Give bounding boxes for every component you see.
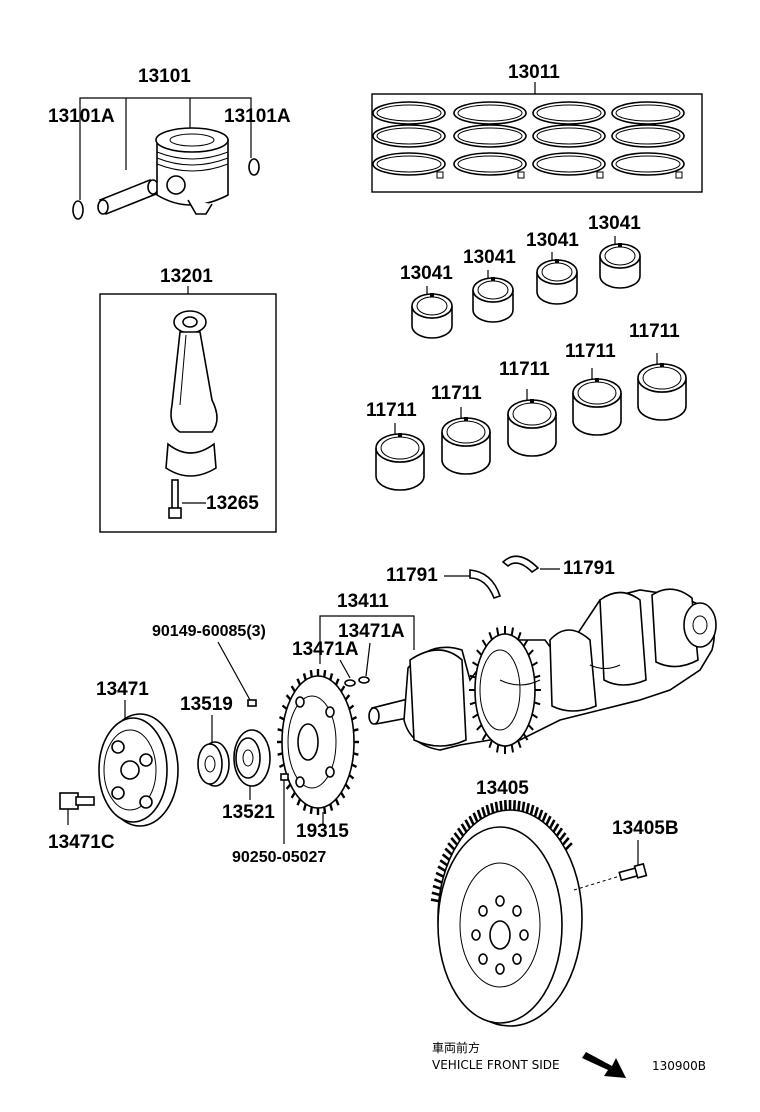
- piston-assembly: 13101 13101A 13101A: [48, 66, 291, 220]
- main-bearings: 11711 11711 11711 11711 11711: [366, 321, 687, 491]
- label-13201: 13201: [160, 266, 213, 287]
- label-11791-left: 11791: [386, 565, 438, 586]
- front-parts: 90149-60085(3) 13471 13471C 13519: [48, 623, 359, 866]
- label-13405B: 13405B: [612, 818, 679, 839]
- connecting-rod: [165, 310, 218, 477]
- main-bearing-4: [572, 378, 622, 436]
- thrust-washer-left: [469, 569, 502, 599]
- label-11711-b: 11711: [431, 383, 482, 404]
- label-13265: 13265: [206, 493, 259, 514]
- vehicle-front-note: VEHICLE FRONT SIDE: [432, 1058, 560, 1072]
- label-13101: 13101: [138, 66, 191, 87]
- conrod-frame: [99, 293, 277, 533]
- label-13405: 13405: [476, 778, 529, 799]
- label-13411: 13411: [337, 591, 389, 612]
- snap-ring-right: [248, 158, 260, 176]
- conrod-bearing-3: [536, 259, 578, 305]
- label-11711-d: 11711: [565, 341, 616, 362]
- label-13519: 13519: [180, 694, 233, 715]
- main-bearing-5: [637, 363, 687, 421]
- label-13471A-b: 13471A: [338, 621, 405, 642]
- conrod-bearing-4: [599, 243, 641, 289]
- label-90250: 90250-05027: [232, 849, 326, 866]
- thrust-washers: 11791 11791: [386, 555, 615, 599]
- key: [280, 773, 289, 781]
- label-13011: 13011: [508, 62, 560, 83]
- piston-pin: [97, 178, 159, 216]
- main-bearing-3: [507, 399, 557, 457]
- label-13041-a: 13041: [400, 263, 453, 284]
- snap-ring-left: [72, 200, 84, 220]
- label-13041-b: 13041: [463, 247, 516, 268]
- flywheel: 13405 13405B: [430, 778, 679, 1027]
- timing-sprocket: [277, 669, 359, 815]
- crank-spacer: [197, 741, 230, 787]
- label-13521: 13521: [222, 802, 275, 823]
- label-11791-right: 11791: [563, 558, 615, 579]
- conrod-bolt: [168, 479, 182, 519]
- conrod-bearings: 13041 13041 13041 13041: [400, 213, 641, 339]
- ring-stack-2: [453, 101, 527, 179]
- piston-ring-set: 13011: [371, 62, 703, 193]
- front-arrow-icon: [582, 1052, 626, 1078]
- conrod-bearing-1: [411, 293, 453, 339]
- pulley-bolt: [59, 792, 95, 810]
- main-bearing-2: [441, 417, 491, 475]
- label-13471: 13471: [96, 679, 149, 700]
- label-13041-d: 13041: [588, 213, 641, 234]
- dowel-pin: [247, 699, 257, 707]
- footer: 車両前方 VEHICLE FRONT SIDE 130900B: [432, 1040, 706, 1078]
- connecting-rod-assembly: 13201 13265: [99, 266, 277, 533]
- main-bearing-1: [375, 433, 425, 491]
- crankshaft-pulley: [98, 713, 179, 827]
- label-19315: 19315: [296, 821, 349, 842]
- crankshaft: 13411 13471A 13471A: [292, 588, 717, 754]
- piston: [155, 127, 229, 215]
- ring-set-frame: [371, 93, 703, 193]
- drawing-id: 130900B: [652, 1059, 706, 1073]
- label-11711-a: 11711: [366, 400, 417, 421]
- ring-stack-1: [372, 101, 446, 179]
- label-13101A-right: 13101A: [224, 106, 291, 127]
- label-90149: 90149-60085(3): [152, 623, 266, 640]
- label-13101A-left: 13101A: [48, 106, 115, 127]
- ring-stack-3: [532, 101, 606, 179]
- label-13471A-a: 13471A: [292, 639, 359, 660]
- label-11711-e: 11711: [629, 321, 680, 342]
- crank-timing-gear: [233, 729, 271, 787]
- jp-front-note: 車両前方: [432, 1040, 480, 1055]
- thrust-washer-right: [501, 555, 540, 574]
- label-13471C: 13471C: [48, 832, 115, 853]
- label-11711-c: 11711: [499, 359, 550, 380]
- conrod-bearing-2: [472, 277, 514, 323]
- ring-stack-4: [611, 101, 685, 179]
- flywheel-bolt: [618, 862, 648, 882]
- label-13041-c: 13041: [526, 230, 579, 251]
